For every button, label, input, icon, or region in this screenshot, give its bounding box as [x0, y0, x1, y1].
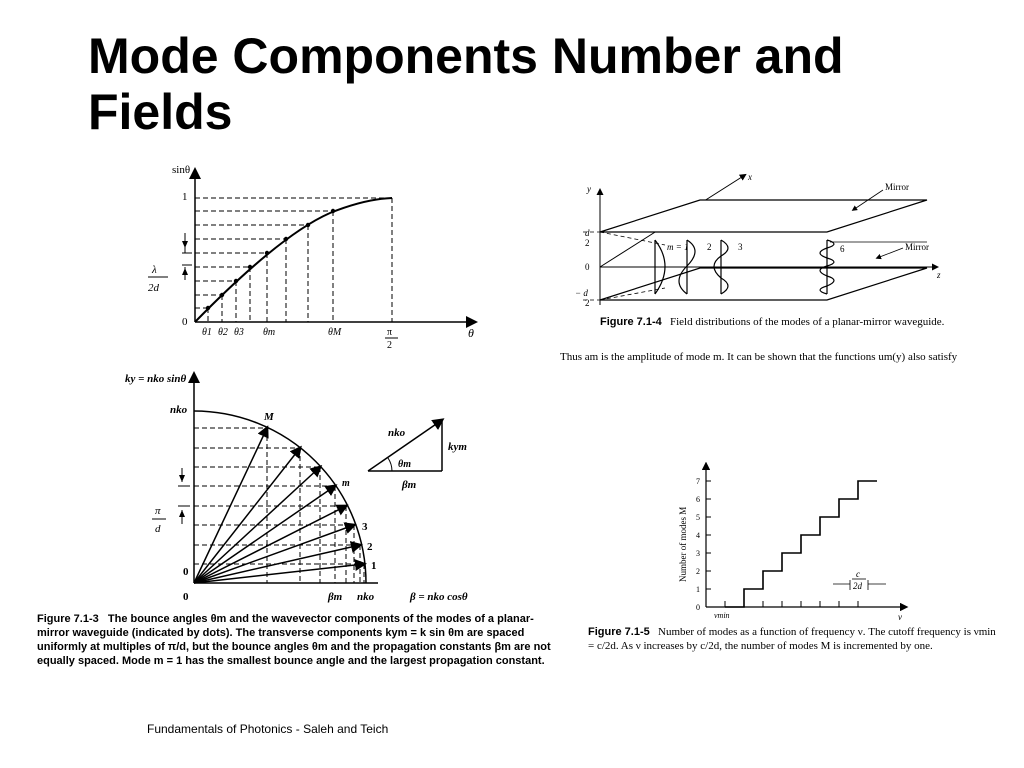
wg-d-bottom-den: 2 [585, 298, 590, 308]
slide-footer: Fundamentals of Photonics - Saleh and Te… [147, 722, 389, 736]
wg-d-top-den: 2 [585, 238, 590, 248]
wave-origin-b: 0 [183, 591, 189, 603]
wave-mode-2: 2 [367, 541, 373, 553]
sin-tick-theta1: θ1 [202, 327, 212, 338]
tri-label-base: βm [401, 479, 417, 491]
wave-nk-right: nko [357, 591, 375, 603]
wg-mode-2: 2 [707, 242, 712, 252]
wg-mode-3: 3 [738, 242, 743, 252]
sin-y-one: 1 [182, 191, 188, 203]
figure-7-1-4-caption: Figure 7.1-4 Field distributions of the … [600, 315, 960, 329]
sin-theta-figure: sinθ θ 1 0 λ 2d θ1 θ2 θ3 [148, 164, 478, 350]
wg-mode-1: m = 1 [667, 242, 689, 252]
chart-y-tick-label: 6 [696, 495, 700, 504]
wave-beta-m: βm [327, 591, 343, 603]
figure-7-1-4-text: Field distributions of the modes of a pl… [670, 316, 945, 328]
figure-7-1-3-text: The bounce angles θm and the wavevector … [37, 613, 551, 667]
tri-label-angle: θm [398, 459, 411, 470]
chart-step-c: c [856, 569, 860, 579]
tri-label-side: kym [448, 441, 467, 453]
wg-mode-fields [654, 239, 835, 295]
wg-d-bottom: − d [575, 288, 588, 298]
sin-lambda-num: λ [151, 264, 157, 276]
chart-y-label: Number of modes M [678, 507, 688, 582]
sin-dashed-grid [195, 197, 393, 322]
wg-bottom-mirror [599, 267, 928, 301]
sin-lambda-den: 2d [148, 282, 160, 294]
figure-7-1-3-caption: Figure 7.1-3 The bounce angles θm and th… [37, 612, 557, 668]
slide-title: Mode Components Number and Fields [88, 28, 844, 140]
chart-y-tick-label: 5 [696, 513, 700, 522]
sin-pi-num: π [387, 327, 392, 338]
wave-pi-den: d [155, 523, 161, 535]
wg-zero: 0 [585, 262, 590, 272]
wg-mirror-bottom-label: Mirror [905, 242, 929, 252]
sin-dots [205, 208, 336, 311]
sin-y-label: sinθ [172, 164, 190, 176]
wave-label-M: M [263, 411, 275, 423]
sin-x-label: θ [468, 326, 474, 340]
wave-origin-a: 0 [183, 566, 189, 578]
wg-mode-6: 6 [840, 244, 845, 254]
wg-mirror-top-label: Mirror [885, 182, 909, 192]
sin-tick-theta3: θ3 [234, 327, 244, 338]
chart-step-den: 2d [853, 581, 863, 591]
chart-y-tick-label: 4 [696, 531, 700, 540]
chart-x-label: ν [898, 612, 902, 622]
figure-7-1-4-label: Figure 7.1-4 [600, 316, 662, 328]
figure-7-1-3-label: Figure 7.1-3 [37, 613, 99, 625]
wave-vectors [193, 425, 367, 584]
sin-tick-thetaM: θM [328, 327, 342, 338]
wave-mode-1: 1 [371, 560, 377, 572]
chart-y-tick-label: 7 [696, 477, 700, 486]
body-text-thus: Thus am is the amplitude of mode m. It c… [560, 351, 958, 363]
sin-pi-den: 2 [387, 340, 392, 350]
sin-origin: 0 [182, 316, 188, 328]
wg-z-label: z [936, 270, 941, 280]
wave-mode-3: 3 [362, 521, 368, 533]
tri-hypotenuse [367, 418, 445, 472]
wg-top-mirror [599, 199, 928, 233]
wave-nk-top: nko [170, 404, 188, 416]
wave-pi-num: π [155, 505, 161, 517]
waveguide-figure: y x z m = 1 2 3 6 Mirror Mirror d 2 0 − … [575, 172, 941, 308]
wave-label-m: m [342, 478, 350, 489]
chart-y-tick-label: 1 [696, 585, 700, 594]
wg-y-label: y [586, 184, 591, 194]
tri-label-hyp: nko [388, 427, 406, 439]
figure-7-1-5-label: Figure 7.1-5 [588, 626, 650, 638]
chart-y-tick-label: 2 [696, 567, 700, 576]
figure-7-1-5-caption: Figure 7.1-5 Number of modes as a functi… [588, 625, 1000, 653]
sin-curve [194, 197, 393, 323]
wavevector-figure: ky = nko sinθ β = nko cosθ nko nko 0 0 M… [125, 371, 468, 603]
wg-d-top: d [585, 228, 590, 238]
chart-y-tick-label: 0 [696, 603, 700, 612]
chart-step-line [725, 480, 877, 608]
modes-vs-frequency-chart: Number of modes M ν 0 1 2 3 4 5 6 7 νmin c 2d [678, 462, 909, 622]
chart-y-tick-label: 3 [696, 549, 700, 558]
wave-quarter-circle [193, 410, 367, 584]
sin-tick-thetam: θm [263, 327, 275, 338]
wave-y-label: ky = nko sinθ [125, 373, 186, 385]
wave-x-label: β = nko cosθ [409, 591, 468, 603]
wg-x-label: x [747, 172, 752, 182]
chart-nu-min: νmin [714, 611, 730, 620]
figure-7-1-5-text: Number of modes as a function of frequen… [588, 626, 996, 652]
sin-tick-theta2: θ2 [218, 327, 228, 338]
